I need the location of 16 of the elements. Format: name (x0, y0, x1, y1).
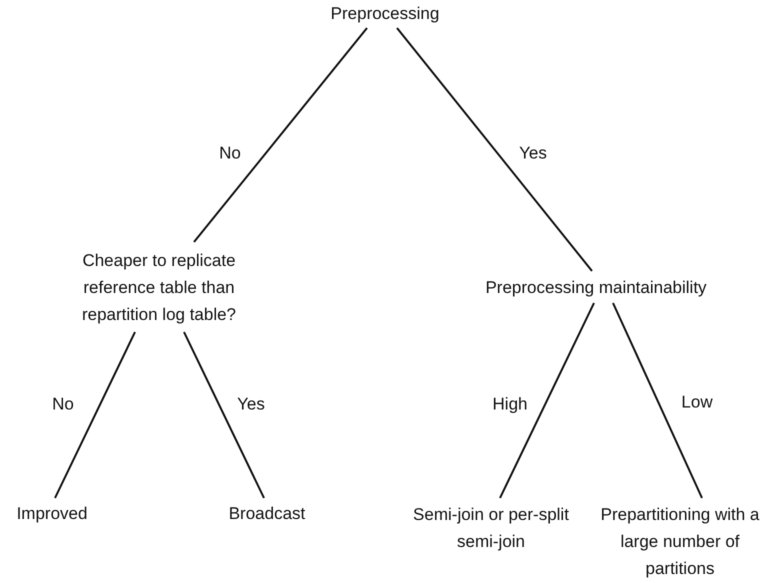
decision-text: Preprocessing (330, 2, 440, 24)
branch-line (396, 27, 593, 272)
decision-text: Prepartitioning with a large number of partitions (600, 504, 760, 580)
decision-text: Cheaper to replicate reference table than repartition log table? (80, 250, 238, 326)
decision-text: Preprocessing maintainability (485, 276, 707, 298)
branch-line (193, 27, 368, 243)
branch-line (183, 332, 265, 498)
decision-text: Improved (16, 502, 88, 524)
edge-label: Yes (517, 144, 549, 162)
decision-text: Broadcast (228, 502, 306, 524)
branch-line (54, 332, 136, 498)
branch-line (612, 302, 703, 498)
decision-text: Semi-join or per-split semi-join (412, 504, 570, 553)
edge-label: High (490, 396, 530, 412)
edge-label: Yes (235, 396, 267, 412)
branch-line (499, 302, 595, 498)
